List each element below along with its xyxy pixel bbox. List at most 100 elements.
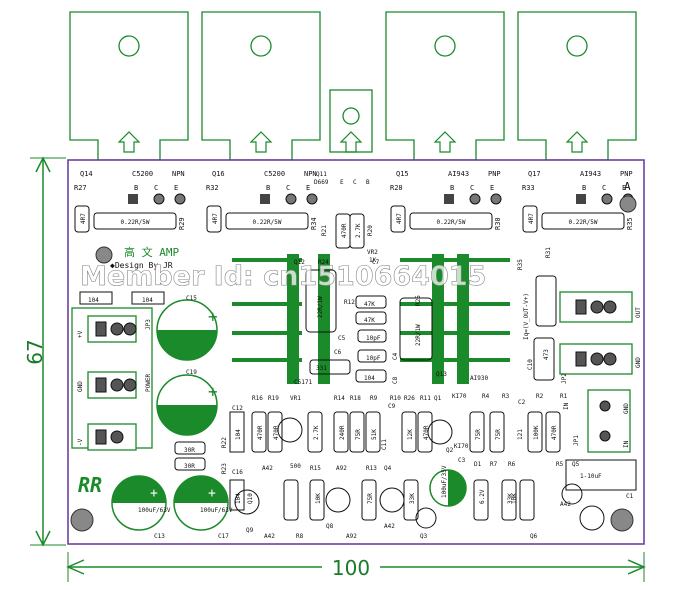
svg-text:+: + (150, 486, 158, 501)
label-d1: D1 (474, 461, 482, 468)
label-r4: R4 (482, 393, 490, 400)
svg-text:+: + (208, 382, 218, 401)
label-cap_val: 100uF/63V (200, 507, 233, 514)
pad-square (576, 194, 586, 204)
emitter-resistor (225, 212, 309, 230)
label-vminus: -V (77, 438, 84, 446)
heatsink-bars (232, 254, 510, 384)
label-v470r: 470R (341, 223, 348, 238)
label-out: OUT (635, 307, 642, 318)
label-gnd: GND (623, 403, 630, 414)
width-label: 100 (332, 556, 370, 580)
pin-c-label: C (286, 184, 290, 192)
label-a92: A92 (336, 465, 347, 472)
label-r5: R5 (556, 461, 564, 468)
label-v75r: 75R (475, 429, 482, 440)
emitter-resistor-value: 0.22R/5W (569, 219, 598, 226)
label-a42: A42 (560, 501, 571, 508)
transistor-label: C5200 (132, 170, 153, 178)
label-c8: C8 (392, 376, 399, 384)
label-v27k: 2.7K (313, 425, 320, 440)
label-q2: Q2 (446, 447, 454, 454)
label-c10: C10 (527, 359, 534, 370)
label-v22r1w: 22R/1W (415, 324, 422, 346)
label-gnd: GND (77, 381, 84, 392)
label-r16: R16 (252, 395, 263, 402)
label-v104: 104 (142, 297, 153, 304)
pin-e-label: E (174, 184, 178, 192)
pin-b-label: B (582, 184, 586, 192)
label-v30r: 30R (184, 447, 195, 454)
capacitor-c3 (429, 469, 467, 507)
pad-round (469, 193, 481, 205)
label-cap_val: 100uF/63V (138, 507, 171, 514)
label-v100k: 100K (533, 425, 540, 440)
label-v10k: 10K (315, 493, 322, 504)
label-v473: 473 (543, 349, 550, 360)
label-power: POWER (145, 374, 152, 392)
emitter-resistor-value: 0.22R/5W (253, 219, 282, 226)
label-jp1: JP1 (573, 435, 580, 446)
label-v51k: 51K (371, 429, 378, 440)
terminal-pads-right (575, 299, 617, 442)
label-v240r: 240R (339, 425, 346, 440)
label-q12: Q12 (294, 259, 305, 266)
capacitor-c19: + (156, 374, 218, 436)
label-c1val: 1-10uF (580, 473, 602, 480)
pad-square (128, 194, 138, 204)
label-c11: C11 (381, 439, 388, 450)
label-r2: R2 (536, 393, 544, 400)
label-r11: R11 (420, 395, 431, 402)
pin-e-label: E (622, 184, 626, 192)
label-r25: R25 (415, 295, 422, 306)
transistor-label: C5200 (264, 170, 285, 178)
label-r26: R26 (404, 395, 415, 402)
label-r8: R8 (296, 533, 304, 540)
label-r10: R10 (390, 395, 401, 402)
transistor-ref: Q17 (528, 170, 541, 178)
transistor-ref: Q15 (396, 170, 409, 178)
transistor-type: NPN (304, 170, 317, 178)
emitter-resistor-ref: R34 (310, 217, 318, 230)
pin-arrows (117, 131, 589, 153)
label-v33k: 33K (507, 493, 514, 504)
label-v33k: 33K (409, 493, 416, 504)
label-a42: A42 (262, 465, 273, 472)
label-a42: A42 (384, 523, 395, 530)
pad-round (285, 193, 297, 205)
label-a42: A42 (264, 533, 275, 540)
label-gnd: GND (635, 357, 642, 368)
label-c4: C4 (392, 352, 399, 360)
design-text-line2: ◆Design By JR (110, 261, 173, 270)
driver-ref: Q11 (316, 171, 327, 178)
label-a: A (624, 180, 631, 193)
label-c19: C19 (186, 369, 197, 376)
transistor-type: PNP (488, 170, 501, 178)
label-c13: C13 (154, 533, 165, 540)
label-v10pf: 10pF (366, 355, 381, 362)
svg-text:+: + (208, 486, 216, 501)
driver-pin-c: C (353, 179, 357, 186)
label-v47k: 47K (364, 301, 375, 308)
label-c2: C2 (518, 399, 526, 406)
emitter-resistor-ref: R30 (494, 217, 502, 230)
pin-c-label: C (470, 184, 474, 192)
label-r13: R13 (366, 465, 377, 472)
label-v470r: 470R (257, 425, 264, 440)
label-c6: C6 (334, 349, 342, 356)
label-q10: Q10 (247, 493, 254, 504)
pad-square (260, 194, 270, 204)
base-resistor-value: 4R7 (528, 213, 535, 224)
label-r31: R31 (545, 247, 552, 258)
label-c15: C15 (186, 295, 197, 302)
label-r12: R12 (344, 299, 355, 306)
label-r3: R3 (502, 393, 510, 400)
small-components (79, 213, 637, 531)
base-resistor-ref: R27 (74, 184, 87, 192)
label-v470r: 470R (273, 425, 280, 440)
height-dimension (30, 156, 66, 547)
label-v10k: 10K (511, 493, 518, 504)
label-iq: Iq=(V_OUT-V+) (523, 293, 530, 340)
driver-label: D669 (314, 179, 329, 186)
